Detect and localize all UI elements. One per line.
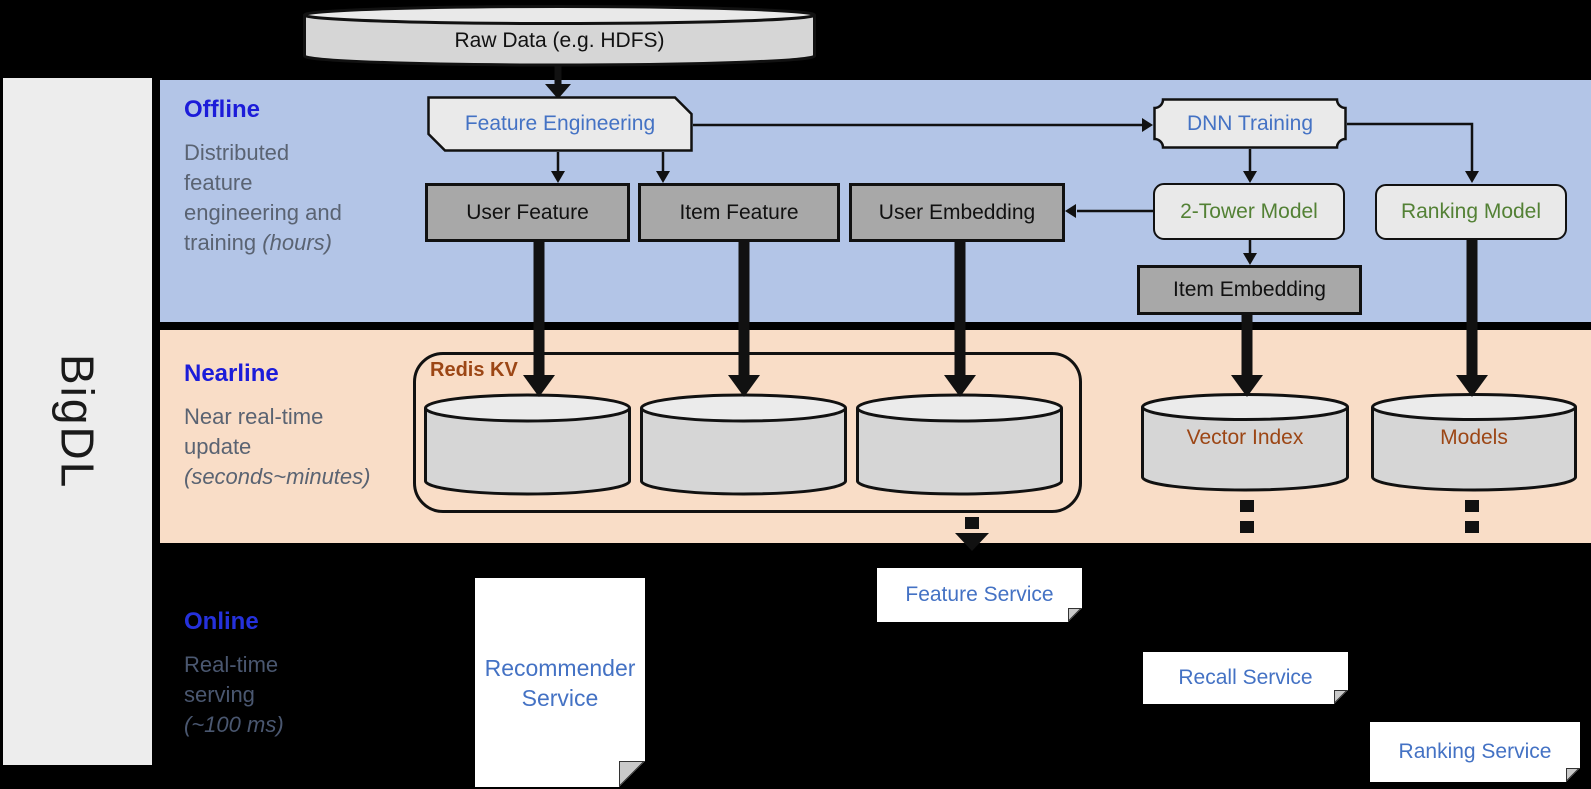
user-embedding-label: User Embedding bbox=[878, 200, 1036, 224]
cylinder-shape-icon bbox=[424, 393, 631, 496]
online-description-text: Real-time serving bbox=[184, 652, 279, 707]
feature-service-box: Feature Service bbox=[877, 568, 1082, 622]
user-feature-box: User Feature bbox=[425, 183, 630, 242]
dashed-arrow-redis-to-feature-service bbox=[955, 517, 989, 551]
cylinder-shape-icon bbox=[1141, 393, 1349, 492]
dashed-link-vector-index-to-recall-service bbox=[1240, 500, 1254, 533]
folded-corner-icon bbox=[1068, 608, 1082, 622]
ranking-model-label: Ranking Model bbox=[1400, 200, 1542, 223]
recall-service-label: Recall Service bbox=[1178, 666, 1313, 689]
dnn-training-box: DNN Training bbox=[1153, 98, 1347, 149]
cylinder-shape-icon bbox=[640, 393, 847, 496]
arrow-item-feature-to-kv2 bbox=[728, 242, 760, 397]
online-description-italic: (~100 ms) bbox=[184, 712, 284, 737]
snip-corner-box-icon bbox=[427, 96, 693, 152]
recall-service-box: Recall Service bbox=[1143, 652, 1348, 704]
item-embedding-label: Item Embedding bbox=[1173, 278, 1326, 301]
offline-title: Offline bbox=[184, 96, 260, 123]
vector-index-cylinder: Vector Index bbox=[1140, 392, 1350, 494]
arrow-user-embedding-to-kv3 bbox=[944, 242, 976, 397]
bigdl-logo-text: BigDL bbox=[51, 353, 104, 490]
arrow-fe-to-user-feature bbox=[551, 152, 565, 183]
ranking-service-label: Ranking Service bbox=[1398, 740, 1552, 763]
offline-description-text: Distributed feature engineering and trai… bbox=[184, 140, 342, 255]
models-cylinder: Models bbox=[1370, 392, 1578, 494]
online-title: Online bbox=[184, 608, 259, 635]
arrow-two-tower-to-item-embedding bbox=[1243, 240, 1257, 265]
kv-store-cylinder-1 bbox=[423, 392, 632, 499]
feature-engineering-box: Feature Engineering bbox=[427, 96, 693, 152]
recommender-service-doc: Recommender Service bbox=[475, 578, 645, 787]
arrow-dnn-to-two-tower bbox=[1243, 149, 1257, 183]
item-feature-label: Item Feature bbox=[679, 200, 799, 224]
arrow-user-feature-to-kv1 bbox=[523, 242, 555, 397]
cylinder-shape-icon bbox=[303, 5, 816, 67]
arrow-two-tower-to-user-embedding bbox=[1065, 204, 1153, 218]
plaque-box-icon bbox=[1153, 98, 1347, 149]
bigdl-brand-bar: BigDL bbox=[3, 78, 152, 765]
arrow-fe-to-item-feature bbox=[656, 152, 670, 183]
kv-store-cylinder-2 bbox=[639, 392, 848, 499]
item-feature-box: Item Feature bbox=[638, 183, 840, 242]
nearline-label-block: Nearline Near real-time update (seconds~… bbox=[184, 360, 399, 492]
online-description: Real-time serving (~100 ms) bbox=[184, 650, 296, 740]
arrow-fe-to-dnn-training bbox=[693, 118, 1153, 132]
ranking-model-box: Ranking Model bbox=[1375, 184, 1567, 240]
user-embedding-box: User Embedding bbox=[849, 183, 1065, 242]
folded-corner-icon bbox=[1334, 690, 1348, 704]
arrow-dnn-to-ranking-model bbox=[1347, 122, 1479, 183]
user-feature-label: User Feature bbox=[466, 200, 589, 224]
dnn-training-label: DNN Training bbox=[1186, 111, 1314, 135]
offline-description-italic: (hours) bbox=[262, 230, 332, 255]
kv-store-cylinder-3 bbox=[855, 392, 1064, 499]
nearline-description-text: Near real-time update bbox=[184, 404, 324, 459]
models-label: Models bbox=[1440, 426, 1508, 449]
offline-description: Distributed feature engineering and trai… bbox=[184, 138, 359, 258]
redis-kv-label: Redis KV bbox=[430, 359, 518, 381]
ranking-service-box: Ranking Service bbox=[1370, 722, 1580, 782]
nearline-description: Near real-time update (seconds~minutes) bbox=[184, 402, 384, 492]
recommender-service-label: Recommender Service bbox=[484, 654, 636, 711]
offline-label-block: Offline Distributed feature engineering … bbox=[184, 96, 364, 258]
item-embedding-box: Item Embedding bbox=[1137, 265, 1362, 315]
online-label-block: Online Real-time serving (~100 ms) bbox=[184, 608, 334, 740]
arrow-ranking-model-to-models bbox=[1456, 240, 1488, 397]
nearline-description-italic: (seconds~minutes) bbox=[184, 464, 371, 489]
raw-data-cylinder: Raw Data (e.g. HDFS) bbox=[302, 4, 817, 68]
cylinder-shape-icon bbox=[1371, 393, 1577, 492]
dashed-link-models-to-ranking-service bbox=[1465, 500, 1479, 533]
cylinder-shape-icon bbox=[856, 393, 1063, 496]
feature-service-label: Feature Service bbox=[905, 583, 1054, 606]
two-tower-model-box: 2-Tower Model bbox=[1153, 183, 1345, 240]
raw-data-label: Raw Data (e.g. HDFS) bbox=[454, 29, 665, 52]
arrow-item-embedding-to-vector-index bbox=[1231, 315, 1263, 397]
arrow-rawdata-to-feature-engineering bbox=[545, 66, 571, 99]
folded-corner-icon bbox=[619, 761, 645, 787]
feature-engineering-label: Feature Engineering bbox=[464, 112, 656, 135]
two-tower-model-label: 2-Tower Model bbox=[1180, 199, 1318, 223]
folded-corner-icon bbox=[1566, 768, 1580, 782]
vector-index-label: Vector Index bbox=[1186, 426, 1304, 449]
nearline-title: Nearline bbox=[184, 360, 279, 387]
